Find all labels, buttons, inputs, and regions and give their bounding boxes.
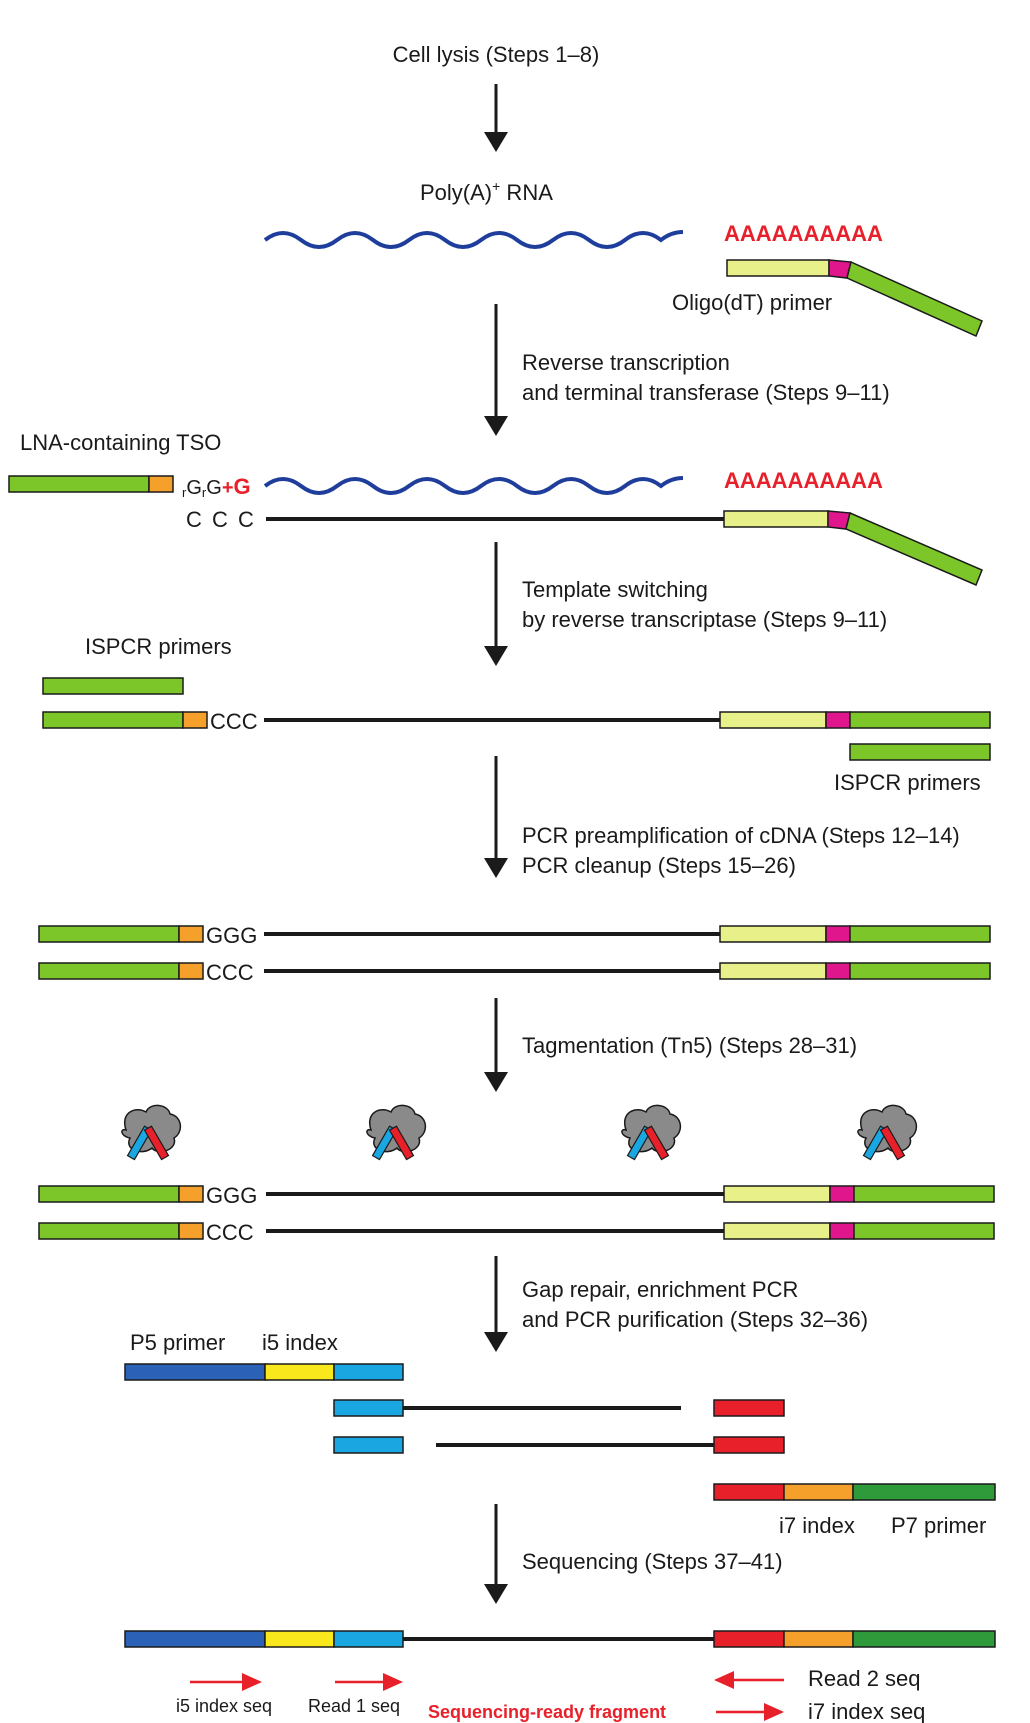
sequencing-label: Sequencing (Steps 37–41) (522, 1549, 783, 1574)
oligo-dt-primer (726, 259, 983, 338)
final-library-right (713, 1630, 996, 1648)
tn5-transposome-2 (366, 1104, 427, 1161)
p5-primer-label: P5 primer (130, 1330, 225, 1355)
mrna-strand-2 (263, 476, 684, 495)
oligo-dt-primer-label: Oligo(dT) primer (672, 290, 832, 315)
read2-seq-label: Read 2 seq (808, 1666, 921, 1691)
flow-arrow-2 (484, 304, 508, 436)
cdna-template-left (42, 711, 208, 729)
tn5-transposome-4 (857, 1104, 918, 1161)
p7-i7-adapter (713, 1483, 996, 1501)
flow-arrow-5 (484, 998, 508, 1092)
ggg-label-1: GGG (206, 923, 257, 948)
flow-arrow-1 (484, 84, 508, 152)
flow-arrow-4 (484, 756, 508, 878)
cdna-template-right (719, 711, 991, 729)
read1-seq-label: Read 1 seq (308, 1696, 400, 1716)
ccc-label-1: CCC (210, 709, 258, 734)
i5-index-seq-label: i5 index seq (176, 1696, 272, 1716)
sequencing-ready-fragment-label: Sequencing-ready fragment (428, 1702, 666, 1722)
i5-index-label: i5 index (262, 1330, 338, 1355)
tn5-transposome-3 (621, 1104, 682, 1161)
i7-index-seq-label: i7 index seq (808, 1699, 925, 1723)
ts-label-line1: Template switching (522, 577, 708, 602)
flow-arrow-3 (484, 542, 508, 666)
tagmented-bottom-right (723, 1222, 995, 1240)
ts-label-line2: by reverse transcriptase (Steps 9–11) (522, 607, 887, 632)
tagmented-bottom-left (38, 1222, 204, 1240)
gap-repair-line1: Gap repair, enrichment PCR (522, 1277, 798, 1302)
final-library-left (124, 1630, 404, 1648)
flow-arrow-7 (484, 1504, 508, 1604)
tso-oligo (8, 475, 174, 493)
ccc-label-3: CCC (206, 1220, 254, 1245)
tagmentation-label: Tagmentation (Tn5) (Steps 28–31) (522, 1033, 857, 1058)
rt-label-line2: and terminal transferase (Steps 9–11) (522, 380, 890, 405)
insert-bottom-red (713, 1436, 785, 1454)
ispcr-primer-left (42, 677, 184, 695)
ispcr-primer-right (849, 743, 991, 761)
oligo-dt-primer-2 (723, 510, 983, 586)
polya-tail: AAAAAAAAAA (724, 221, 883, 246)
ispcr-primers-right-label: ISPCR primers (834, 770, 981, 795)
flow-arrow-6 (484, 1256, 508, 1352)
polya-rna-label: Poly(A)+ RNA (420, 178, 553, 205)
p7-primer-label: P7 primer (891, 1513, 986, 1538)
insert-bottom-cyan (333, 1436, 404, 1454)
i7-index-label: i7 index (779, 1513, 855, 1538)
p5-i5-adapter (124, 1363, 404, 1381)
mrna-strand (263, 230, 684, 249)
pcr-label-line1: PCR preamplification of cDNA (Steps 12–1… (522, 823, 960, 848)
pcr-label-line2: PCR cleanup (Steps 15–26) (522, 853, 796, 878)
gap-repair-line2: and PCR purification (Steps 32–36) (522, 1307, 868, 1332)
insert-top-cyan (333, 1399, 404, 1417)
ispcr-primers-left-label: ISPCR primers (85, 634, 232, 659)
ggg-label-2: GGG (206, 1183, 257, 1208)
tn5-transposome-1 (121, 1104, 182, 1161)
read1-seq-arrow (335, 1673, 403, 1691)
sequencing-ready-arrow (716, 1703, 784, 1721)
ccc-label-2: CCC (206, 960, 254, 985)
tso-label: LNA-containing TSO (20, 430, 221, 455)
rt-label-line1: Reverse transcription (522, 350, 730, 375)
ds-cdna-top-right (719, 925, 991, 943)
read2-seq-arrow (714, 1671, 784, 1689)
tagmented-top-left (38, 1185, 204, 1203)
rgrg-g-label: rGrG+G (182, 474, 251, 500)
ds-cdna-top-left (38, 925, 204, 943)
polya-tail-2: AAAAAAAAAA (724, 468, 883, 493)
ds-cdna-bottom-left (38, 962, 204, 980)
ds-cdna-bottom-right (719, 962, 991, 980)
tagmented-top-right (723, 1185, 995, 1203)
insert-top-red (713, 1399, 785, 1417)
i5-index-seq-arrow (190, 1673, 262, 1691)
cell-lysis-label: Cell lysis (Steps 1–8) (393, 42, 600, 67)
ccc-spaced-label: C C C (186, 507, 256, 532)
